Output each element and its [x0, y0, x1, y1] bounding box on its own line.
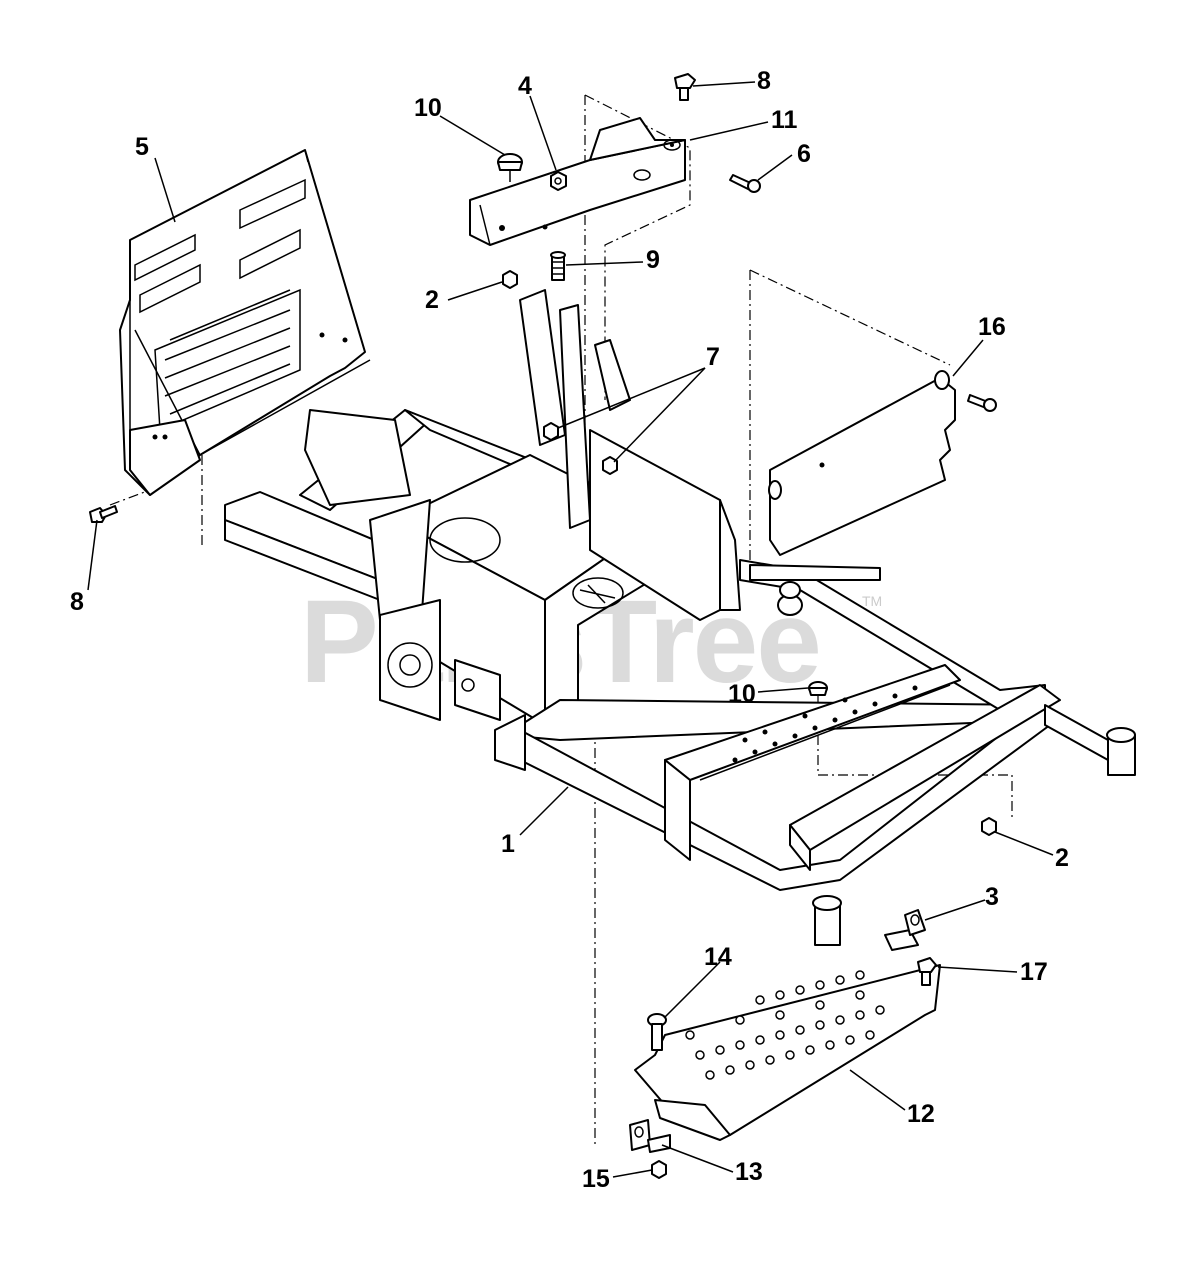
part-13-bracket	[629, 1119, 671, 1153]
part-6-screw	[729, 174, 761, 193]
part-15-nut	[651, 1160, 667, 1179]
part-17-bolt	[917, 957, 937, 986]
part-4-nut	[550, 171, 567, 191]
hardware	[89, 73, 997, 1179]
part-16-screw	[967, 394, 997, 412]
callout-5: 5	[135, 133, 149, 161]
callout-16: 16	[978, 313, 1006, 341]
callout-15: 15	[582, 1165, 610, 1193]
callout-17: 17	[1020, 958, 1048, 986]
part-14-bolt	[647, 1013, 667, 1051]
watermark-trademark: TM	[862, 593, 882, 609]
callout-11: 11	[771, 106, 798, 134]
callouts: 1 2 2 3 4 5 6 7 8 8 9 10 10 11 12 13 14 …	[70, 67, 1069, 1193]
part-7-nuts	[543, 422, 618, 475]
leader-lines	[87, 81, 1054, 1178]
part-11-bracket	[469, 117, 686, 246]
callout-8-left: 8	[70, 588, 84, 616]
callout-10-top: 10	[414, 94, 442, 122]
part-8-bolt-left	[89, 505, 118, 523]
part-16-side-panel	[768, 370, 956, 556]
shield-vent-slots	[154, 288, 301, 432]
callout-2-top: 2	[425, 286, 439, 314]
part-3-bracket	[884, 909, 926, 951]
callout-9: 9	[646, 246, 660, 274]
part-9-bolt	[550, 251, 566, 281]
part-12-floor-plate	[634, 964, 941, 1141]
callout-14: 14	[704, 943, 732, 971]
callout-6: 6	[797, 140, 811, 168]
floor-plate-holes	[685, 970, 885, 1080]
part-8-bolt-top	[674, 73, 696, 101]
callout-10-mid: 10	[728, 680, 756, 708]
frame-hole-rows	[732, 685, 918, 763]
callout-1: 1	[501, 830, 515, 858]
callout-12: 12	[907, 1100, 935, 1128]
callout-2-right: 2	[1055, 844, 1069, 872]
callout-4: 4	[518, 72, 532, 100]
callout-13: 13	[735, 1158, 763, 1186]
part-2-nut-right	[981, 817, 997, 836]
part-2-nut-top	[502, 270, 518, 289]
callout-7: 7	[706, 343, 720, 371]
callout-8-top: 8	[757, 67, 771, 95]
part-5-rear-shield	[119, 149, 371, 496]
part-1-main-frame	[224, 289, 1136, 946]
callout-3: 3	[985, 883, 999, 911]
part-10-knob-mid	[808, 681, 828, 696]
part-10-knob-top	[497, 153, 523, 182]
